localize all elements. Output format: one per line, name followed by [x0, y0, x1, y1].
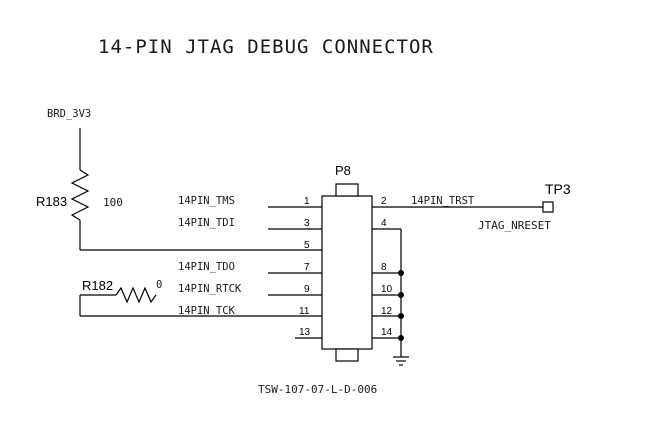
r183-refdes: R183 [36, 194, 67, 209]
power-net-label: BRD_3V3 [47, 108, 91, 120]
connector-key-top [335, 183, 359, 197]
testpoint-net: JTAG_NRESET [478, 219, 551, 232]
connector-key-bottom [335, 348, 359, 362]
net-label-tdo: 14PIN_TDO [178, 261, 235, 273]
pin-number: 10 [381, 284, 393, 295]
pin-number: 1 [304, 196, 310, 207]
diagram-title: 14-PIN JTAG DEBUG CONNECTOR [98, 36, 434, 58]
connector-refdes: P8 [335, 163, 351, 178]
pin-number: 14 [381, 327, 393, 338]
testpoint-refdes: TP3 [545, 181, 571, 197]
ground-icon [393, 356, 409, 366]
pin-number: 9 [304, 284, 310, 295]
r182-refdes: R182 [82, 278, 113, 293]
r183-resistor-symbol [70, 169, 90, 221]
testpoint-pad [542, 201, 554, 213]
pin-number: 8 [381, 262, 387, 273]
pin-number: 13 [299, 327, 311, 338]
pin-number: 4 [381, 218, 387, 229]
r182-resistor-symbol [115, 286, 157, 304]
junction-dot [398, 335, 404, 341]
net-label-tms: 14PIN_TMS [178, 195, 235, 207]
connector-part-number: TSW-107-07-L-D-006 [258, 383, 377, 396]
junction-dot [398, 292, 404, 298]
junction-dot [398, 313, 404, 319]
pin-number: 5 [304, 240, 310, 251]
r183-value: 100 [103, 196, 123, 209]
pin-number: 3 [304, 218, 310, 229]
net-label-trst: 14PIN_TRST [411, 195, 475, 207]
pin-number: 7 [304, 262, 310, 273]
junction-dot [398, 270, 404, 276]
pin-number: 11 [299, 306, 310, 317]
pin-number: 2 [381, 196, 387, 207]
connector-body [321, 195, 373, 350]
net-label-tdi: 14PIN_TDI [178, 217, 235, 229]
r182-value: 0 [156, 279, 162, 291]
net-label-rtck: 14PIN_RTCK [178, 283, 242, 295]
net-label-tck: 14PIN_TCK [178, 305, 236, 317]
pin-number: 12 [381, 306, 393, 317]
